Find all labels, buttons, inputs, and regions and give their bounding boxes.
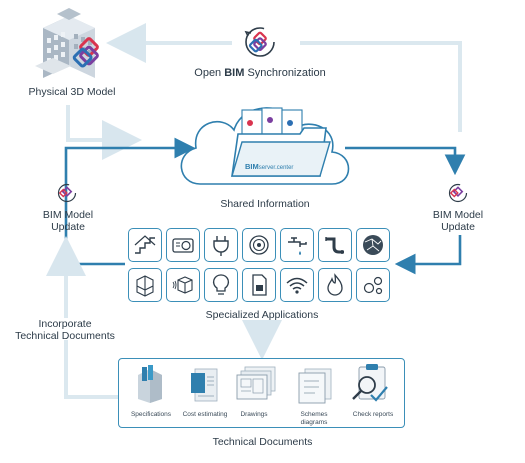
- technical-documents-panel: Specifications Cost estimating Drawings …: [118, 358, 405, 428]
- water-faucet-icon: [280, 228, 314, 262]
- cloud-icon: [180, 107, 350, 185]
- physical-model-label: Physical 3D Model: [28, 86, 116, 98]
- doc-label: Cost estimating: [182, 411, 228, 418]
- electrical-plug-icon: [204, 228, 238, 262]
- cost-estimating-icon: [191, 368, 218, 402]
- technical-documents-label: Technical Documents: [212, 436, 313, 448]
- specialized-applications-label: Specialized Applications: [205, 309, 319, 321]
- open-bim-sync-label: Open BIM Synchronization: [194, 67, 326, 79]
- sync-logo-icon: [244, 27, 275, 57]
- acoustic-cube-icon: [166, 268, 200, 302]
- update-right-icon: [448, 183, 468, 203]
- wifi-signal-icon: [280, 268, 314, 302]
- fire-flame-icon: [318, 268, 352, 302]
- building-icon: [35, 8, 99, 78]
- doc-label: Drawings: [240, 411, 268, 418]
- doc-label: Check reports: [352, 411, 394, 418]
- structure-grid-icon: [128, 268, 162, 302]
- arrow-right-down: [394, 235, 462, 275]
- arrow-docs-to-left: [64, 340, 118, 399]
- document-page-icon: [242, 268, 276, 302]
- check-reports-icon: [352, 364, 388, 402]
- shared-information-label: Shared Information: [220, 198, 310, 210]
- globe-network-icon: [356, 228, 390, 262]
- cable-reel-icon: [242, 228, 276, 262]
- arrow-left-loop: [64, 137, 196, 266]
- hvac-unit-icon: [166, 228, 200, 262]
- stairs-icon: [128, 228, 162, 262]
- schemes-icon: [298, 368, 332, 404]
- arrow-top-right-up: [300, 41, 462, 132]
- update-left-icon: [57, 183, 77, 203]
- light-bulb-icon: [204, 268, 238, 302]
- doc-label: Specifications: [130, 411, 172, 418]
- drawings-icon: [236, 366, 276, 400]
- arrow-building-to-cloud: [66, 105, 142, 160]
- cloud-brand-text: BIMserver.center: [245, 162, 294, 171]
- drain-pipe-icon: [318, 228, 352, 262]
- arrow-right-loop: [345, 146, 466, 176]
- molecules-icon: [356, 268, 390, 302]
- applications-grid: [128, 228, 398, 306]
- specifications-icon: [138, 365, 162, 403]
